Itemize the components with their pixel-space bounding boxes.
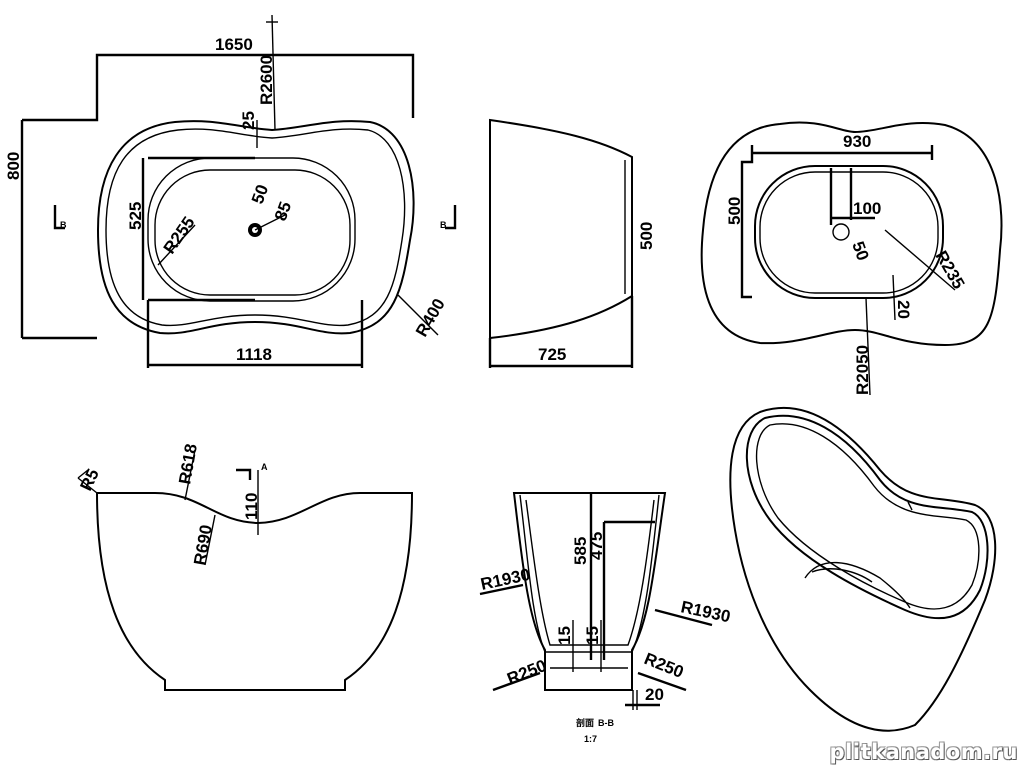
dim-500-height: 500	[637, 222, 656, 250]
dim-drain-50: 50	[248, 182, 272, 206]
bottom-plan-view: 930 500 100 50 R235 20 R2050	[700, 121, 1003, 396]
dim-r255: R255	[160, 213, 199, 257]
front-outline	[95, 492, 414, 691]
dim-930: 930	[843, 132, 871, 151]
section-mark-left: B	[60, 220, 67, 230]
perspective-outer	[729, 406, 997, 732]
section-scale: 1:7	[584, 734, 597, 744]
dim-475: 475	[587, 532, 606, 560]
bottom-inner	[759, 171, 939, 294]
dim-r235: R235	[932, 248, 969, 293]
dim-r400: R400	[412, 295, 449, 340]
watermark: plitkanadom.ru	[829, 740, 1018, 764]
dim-15-right: 15	[583, 626, 602, 645]
top-plan-view: 1650 800 1118 525 R2600 25 R255 R400 50 …	[4, 14, 457, 368]
basin-inner	[154, 169, 351, 296]
dim-500-width: 500	[725, 197, 744, 225]
perspective-view	[729, 406, 997, 732]
front-view: R5 R618 R690 110 A	[76, 442, 414, 691]
dim-800: 800	[4, 152, 23, 180]
dim-25: 25	[239, 111, 258, 130]
dim-1650: 1650	[215, 35, 253, 54]
dim-drain-50-bottom: 50	[848, 239, 872, 263]
bottom-inner-outer	[754, 165, 944, 299]
dim-r690: R690	[190, 523, 216, 566]
dim-r2050: R2050	[853, 345, 872, 395]
side-view: 500 725	[488, 118, 656, 368]
dim-100: 100	[853, 199, 881, 218]
section-view: 585 475 R1930 R1930 15 15 R250 R250 20 剖…	[479, 492, 732, 744]
side-outline	[489, 118, 633, 340]
section-mark-a: A	[261, 462, 268, 472]
dim-r618: R618	[175, 442, 201, 485]
dim-r5: R5	[76, 466, 102, 494]
dim-525: 525	[126, 202, 145, 230]
section-caption-sub: B-B	[598, 718, 614, 728]
section-mark-right: B	[440, 220, 447, 230]
dim-725: 725	[538, 345, 566, 364]
dim-r2600: R2600	[257, 55, 276, 105]
inner-rim-outline	[105, 128, 406, 327]
dim-1118: 1118	[236, 345, 272, 364]
dim-r1930-right: R1930	[679, 597, 732, 626]
perspective-rim	[745, 414, 989, 620]
dim-15-left: 15	[555, 626, 574, 645]
outer-rim-outline	[96, 120, 415, 335]
section-caption: 剖面	[576, 717, 594, 728]
dim-20-wall: 20	[894, 300, 913, 319]
section-outer	[512, 492, 667, 691]
bottom-outer-outline	[700, 121, 1003, 347]
dim-110: 110	[242, 493, 261, 520]
dim-20-base: 20	[645, 685, 664, 704]
dim-r250-left: R250	[504, 656, 549, 689]
dim-585: 585	[571, 537, 590, 565]
